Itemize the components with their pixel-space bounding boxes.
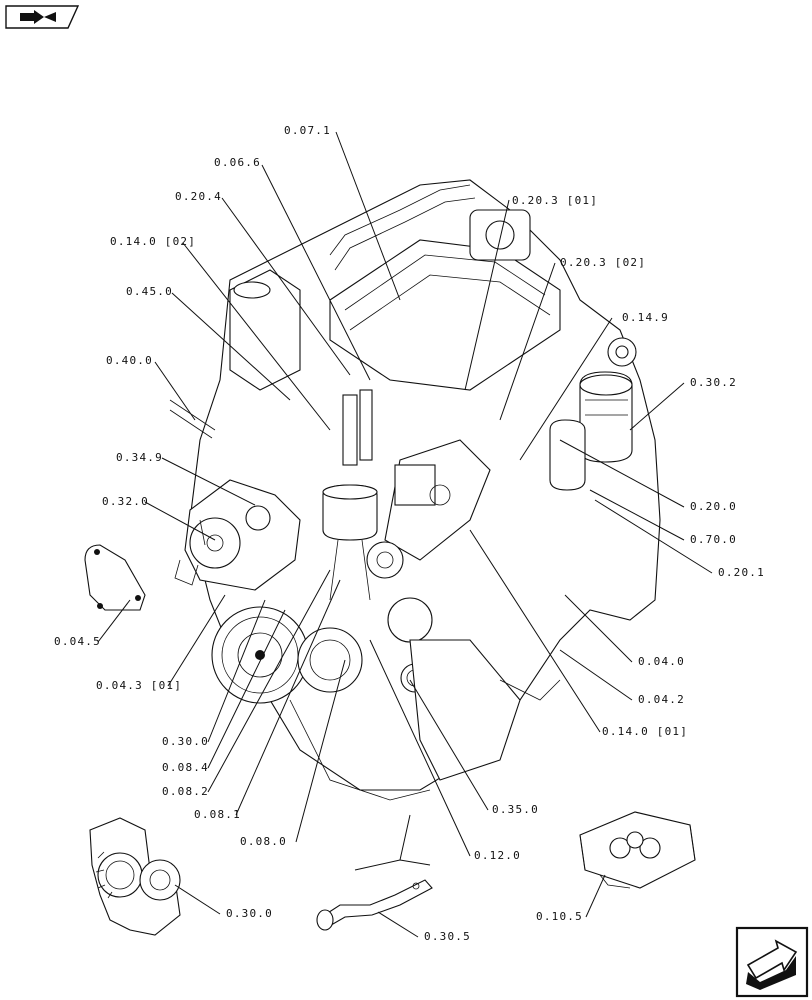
callout-0-14-9[interactable]: 0.14.9 <box>622 311 669 324</box>
callout-0-32-0[interactable]: 0.32.0 <box>102 495 149 508</box>
callout-0-30-0-oil-pump[interactable]: 0.30.0 <box>226 907 273 920</box>
leader-lines <box>97 131 713 938</box>
oil-suction-pipe <box>316 879 433 931</box>
callout-0-34-9[interactable]: 0.34.9 <box>116 451 163 464</box>
callout-0-04-0[interactable]: 0.04.0 <box>638 655 685 668</box>
callout-0-07-1[interactable]: 0.07.1 <box>284 124 331 137</box>
callout-0-30-2[interactable]: 0.30.2 <box>690 376 737 389</box>
callout-0-20-1[interactable]: 0.20.1 <box>718 566 765 579</box>
callout-0-40-0[interactable]: 0.40.0 <box>106 354 153 367</box>
callout-0-14-0-01[interactable]: 0.14.0 [01] <box>602 725 688 738</box>
callout-0-20-4[interactable]: 0.20.4 <box>175 190 222 203</box>
callout-labels: 0.07.1 0.06.6 0.20.4 0.20.3 [01] 0.14.0 … <box>54 124 765 943</box>
next-page-arrow-icon[interactable] <box>735 926 809 998</box>
callout-0-14-0-02[interactable]: 0.14.0 [02] <box>110 235 196 248</box>
callout-0-08-0[interactable]: 0.08.0 <box>240 835 287 848</box>
callout-0-20-3-01[interactable]: 0.20.3 [01] <box>512 194 598 207</box>
callout-0-10-5[interactable]: 0.10.5 <box>536 910 583 923</box>
book-arrow-icon[interactable] <box>5 5 80 29</box>
oil-pump-assembly <box>89 817 181 936</box>
callout-0-20-3-02[interactable]: 0.20.3 [02] <box>560 256 646 269</box>
callout-0-30-0-engine[interactable]: 0.30.0 <box>162 735 209 748</box>
callout-0-04-2[interactable]: 0.04.2 <box>638 693 685 706</box>
callout-0-08-4[interactable]: 0.08.4 <box>162 761 209 774</box>
callout-0-35-0[interactable]: 0.35.0 <box>492 803 539 816</box>
callout-0-08-2[interactable]: 0.08.2 <box>162 785 209 798</box>
callout-0-04-3-01[interactable]: 0.04.3 [01] <box>96 679 182 692</box>
callout-0-04-5[interactable]: 0.04.5 <box>54 635 101 648</box>
balancer-unit <box>579 811 696 889</box>
bracket-pointer <box>354 814 431 871</box>
callout-0-06-6[interactable]: 0.06.6 <box>214 156 261 169</box>
engine-block <box>84 179 661 801</box>
callout-0-20-0[interactable]: 0.20.0 <box>690 500 737 513</box>
callout-0-08-1[interactable]: 0.08.1 <box>194 808 241 821</box>
callout-0-12-0[interactable]: 0.12.0 <box>474 849 521 862</box>
callout-0-30-5[interactable]: 0.30.5 <box>424 930 471 943</box>
callout-0-70-0[interactable]: 0.70.0 <box>690 533 737 546</box>
callout-0-45-0[interactable]: 0.45.0 <box>126 285 173 298</box>
